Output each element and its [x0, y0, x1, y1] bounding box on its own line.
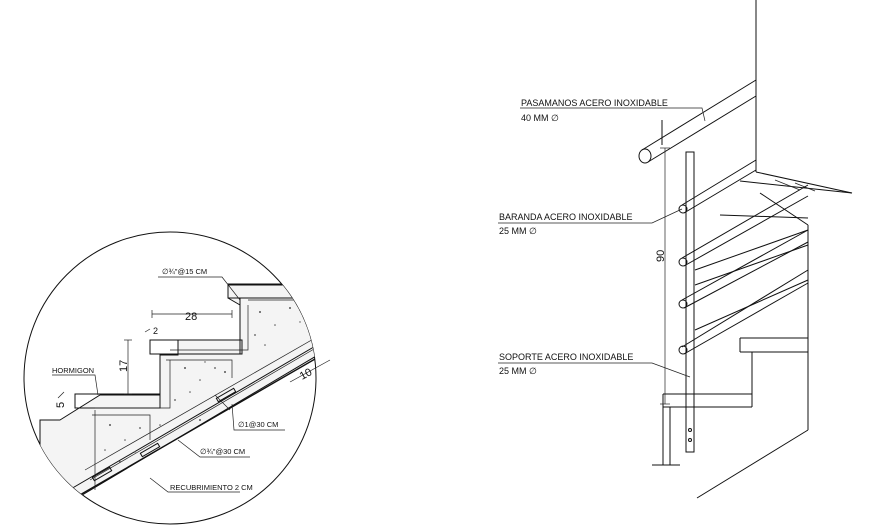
bar-top-label: ∅¾"@15 CM — [162, 267, 207, 276]
stair-section-detail: 28 2 17 5 10 ∅¾"@15 CM HORMIGON ∅1@30 CM… — [23, 231, 331, 525]
baranda-spec: 25 MM ∅ — [499, 226, 537, 236]
detail-circle — [23, 231, 317, 525]
riser-dim-label: 17 — [118, 360, 130, 372]
bar-main-label: ∅1@30 CM — [238, 420, 278, 429]
material-label: HORMIGON — [52, 366, 94, 375]
thickness-dim-label: 10 — [298, 366, 314, 382]
slab-dim-label: 5 — [55, 402, 67, 408]
height-dim-label: 90 — [655, 250, 667, 262]
soporte-spec: 25 MM ∅ — [499, 366, 537, 376]
baranda-label: BARANDA ACERO INOXIDABLE — [499, 212, 633, 222]
railing-detail: 90 PASAMANOS ACERO INOXIDABLE 40 MM ∅ BA… — [498, 0, 853, 499]
handrail-tube — [638, 79, 757, 164]
support-post — [685, 151, 695, 453]
dimensions — [57, 310, 331, 399]
height-dimension — [660, 147, 670, 405]
nosing-dim-label: 2 — [153, 326, 158, 336]
stair-outline — [652, 192, 809, 499]
rail-bars — [678, 159, 809, 355]
upper-slab — [739, 171, 853, 194]
tread-dim-label: 28 — [185, 311, 197, 323]
pasamanos-spec: 40 MM ∅ — [521, 113, 559, 123]
treads — [74, 283, 316, 409]
cover-label: RECUBRIMIENTO 2 CM — [170, 483, 253, 492]
slab-bottom — [39, 332, 316, 519]
pasamanos-label: PASAMANOS ACERO INOXIDABLE — [521, 98, 668, 108]
bar-dist-label: ∅¾"@30 CM — [200, 447, 245, 456]
concrete-texture — [104, 307, 311, 463]
slab-offset — [51, 319, 316, 501]
soporte-label: SOPORTE ACERO INOXIDABLE — [499, 352, 633, 362]
